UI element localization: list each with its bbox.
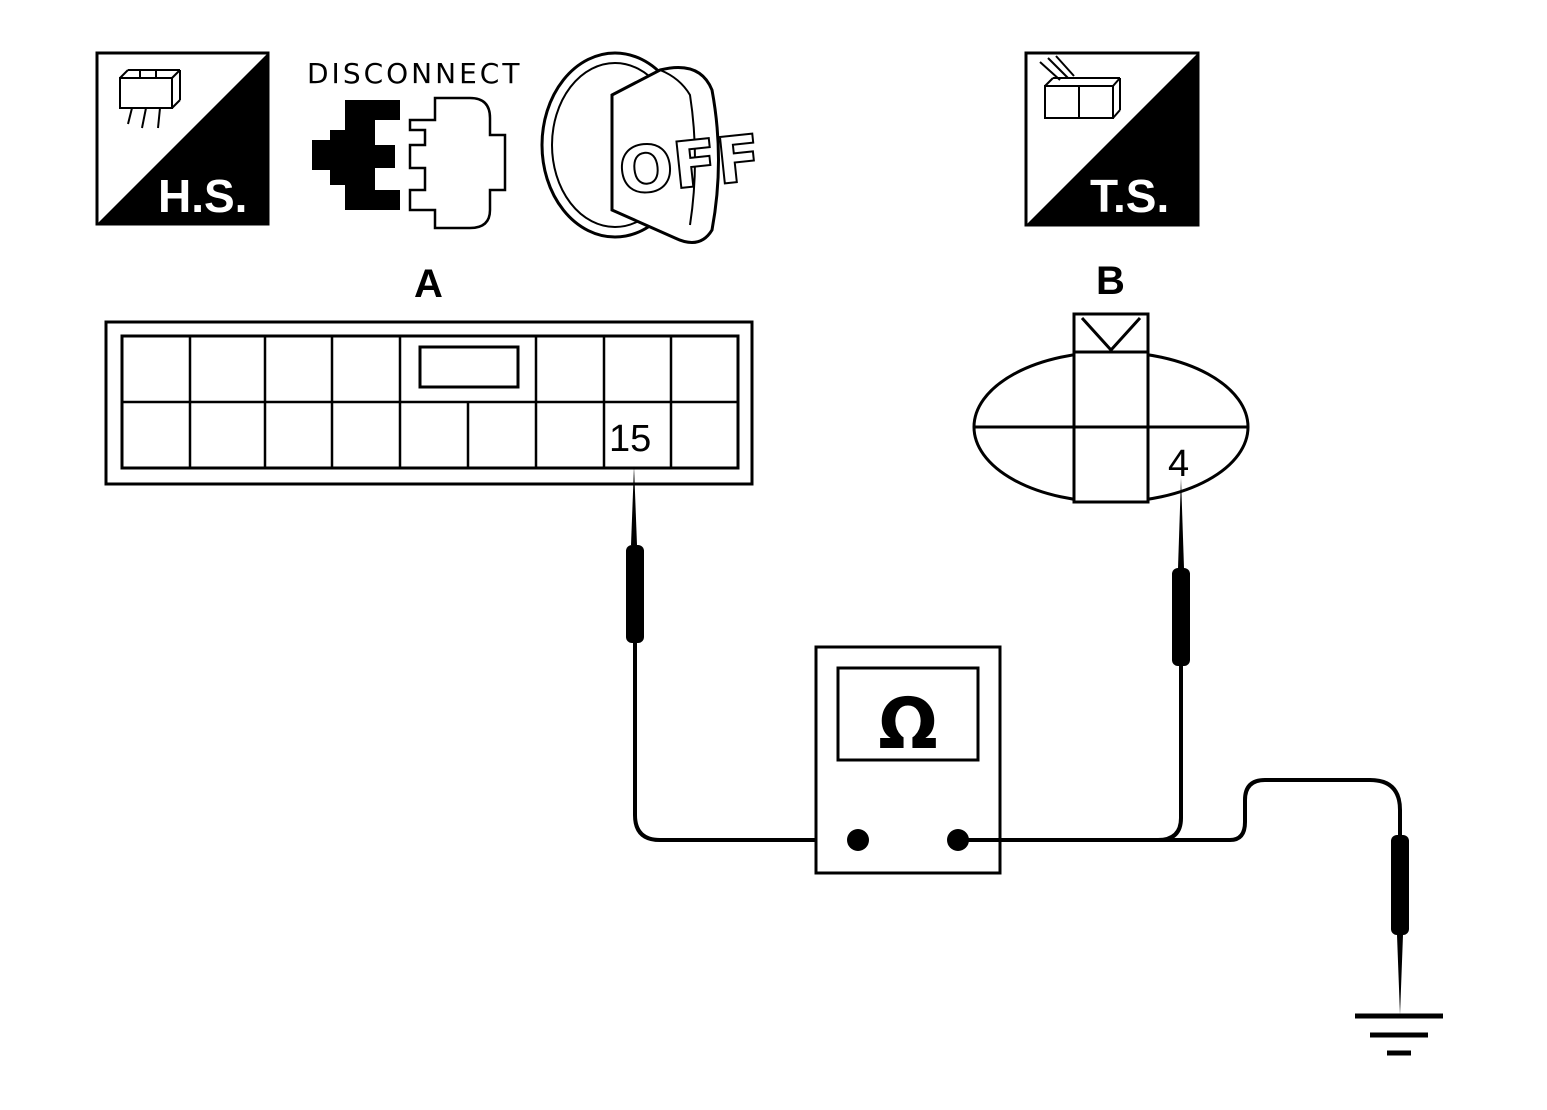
ohmmeter-icon: Ω <box>814 645 1002 875</box>
ohm-symbol: Ω <box>878 683 938 765</box>
connector-a-label: A <box>414 262 443 306</box>
terminal-side-connector-icon: T.S. <box>1024 51 1200 227</box>
ground-probe <box>958 778 1409 1015</box>
connector-b: B 4 <box>972 259 1250 504</box>
terminal-15-label: 15 <box>609 418 651 460</box>
ts-label: T.S. <box>1090 170 1169 222</box>
off-label: OFF <box>615 122 764 210</box>
harness-side-connector-icon: H.S. <box>95 51 270 226</box>
ignition-key-off-icon: OFF <box>540 51 765 244</box>
connector-a: A 15 <box>104 262 754 486</box>
connector-b-label: B <box>1096 259 1125 303</box>
ground-symbol-icon <box>1355 1013 1443 1056</box>
meter-terminal-left <box>847 829 869 851</box>
probe-a <box>626 466 858 842</box>
terminal-4-label: 4 <box>1168 443 1189 485</box>
disconnect-connector-icon: DISCONNECT <box>307 57 522 230</box>
hs-label: H.S. <box>158 170 247 222</box>
disconnect-label: DISCONNECT <box>307 57 522 90</box>
